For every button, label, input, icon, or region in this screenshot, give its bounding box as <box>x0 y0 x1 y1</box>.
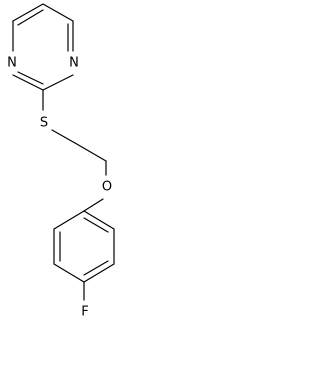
atom-fluorine: F <box>81 305 88 320</box>
bond-c6-c1 <box>53 210 85 230</box>
bond-s-ch2 <box>51 129 76 144</box>
bond-c2-n3 <box>12 74 44 91</box>
bond-ch2-ch2 <box>74 142 107 162</box>
bond-c3-c4 <box>83 263 115 283</box>
atom-oxygen: O <box>102 180 112 195</box>
bond-c4-c5 <box>53 263 85 283</box>
bond-n1-c2 <box>42 74 74 91</box>
atom-n-left: N <box>7 56 17 71</box>
pyrimidine-ring <box>12 3 74 91</box>
bond-c5-c6 <box>42 3 74 22</box>
structure-diagram: N N S O F <box>7 3 115 320</box>
bond-c4-c5 <box>12 3 44 22</box>
double-bond-c3-c4 <box>83 260 109 276</box>
atom-sulfur: S <box>40 116 48 131</box>
double-bond-c1-c2 <box>83 217 109 233</box>
atom-n-right: N <box>69 56 79 71</box>
bond-o-c1 <box>83 198 104 212</box>
bond-c1-c2 <box>83 210 115 230</box>
benzene-ring <box>53 210 115 283</box>
molecule-canvas: N N S O F <box>0 0 149 370</box>
double-bond-c2-n3 <box>17 71 44 85</box>
double-bond-c4-c5 <box>17 9 44 26</box>
